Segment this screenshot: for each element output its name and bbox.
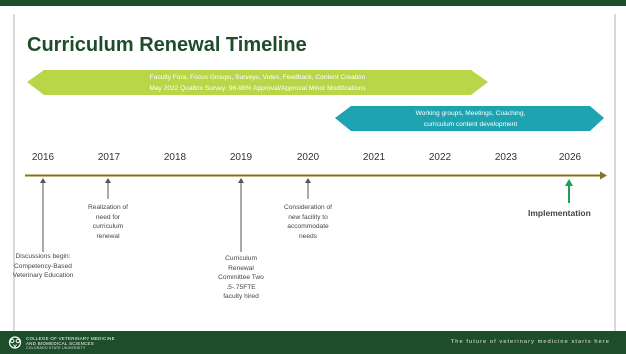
development-banner-line2: curriculum content development [423,121,518,128]
milestone-2017-arrowhead [105,178,111,183]
footer-bar: COLLEGE OF VETERINARY MEDICINE AND BIOME… [0,331,626,354]
university-name: COLORADO STATE UNIVERSITY [26,346,86,351]
year-label: 2019 [229,152,253,163]
year-label: 2022 [428,152,452,163]
year-label: 2017 [97,152,121,163]
planning-banner-line2: May 2022 Qualtrix Survey: 96-98% Approva… [149,85,366,92]
year-label: 2021 [362,152,386,163]
college-name-line2: AND BIOMEDICAL SCIENCES [26,341,94,347]
timeline-diagram [25,70,607,252]
planning-banner-line1: Faculty Fora, Focus Groups, Surveys, Vot… [149,74,366,81]
development-banner-text: Working groups, Meetings, Coaching, curr… [351,108,590,130]
timeline-arrowhead [600,171,607,180]
milestone-2019-arrowhead [238,178,244,183]
planning-banner [27,70,488,95]
development-banner-line1: Working groups, Meetings, Coaching, [415,110,526,117]
top-accent-bar [0,0,626,6]
milestone-2019-note: Curriculum Renewal Committee Two .5-.75F… [218,255,264,300]
ram-logo-icon [8,336,22,349]
milestone-2020-arrowhead [305,178,311,183]
slide-title: Curriculum Renewal Timeline [27,34,307,56]
milestone-2017-note: Realization of need for curriculum renew… [88,204,128,240]
milestone-2016-note: Discussions begin: Competency-Based Vete… [12,253,74,279]
implementation-arrowhead [565,179,573,186]
college-name-line1: COLLEGE OF VETERINARY MEDICINE [26,336,115,341]
college-name: COLLEGE OF VETERINARY MEDICINE AND BIOME… [26,336,115,352]
left-border-rule [13,14,15,332]
year-label: 2020 [296,152,320,163]
year-label: 2023 [494,152,518,163]
planning-banner-text: Faculty Fora, Focus Groups, Surveys, Vot… [44,72,471,94]
year-label: 2016 [31,152,55,163]
milestone-2020-note: Consideration of new facility to accommo… [283,204,333,240]
implementation-label: Implementation [528,208,591,218]
milestone-2016-arrowhead [40,178,46,183]
development-banner [335,106,604,131]
right-border-rule [614,14,616,332]
year-label: 2018 [163,152,187,163]
year-label: 2026 [558,152,582,163]
footer-tagline: The future of veterinary medicine starts… [450,339,610,345]
